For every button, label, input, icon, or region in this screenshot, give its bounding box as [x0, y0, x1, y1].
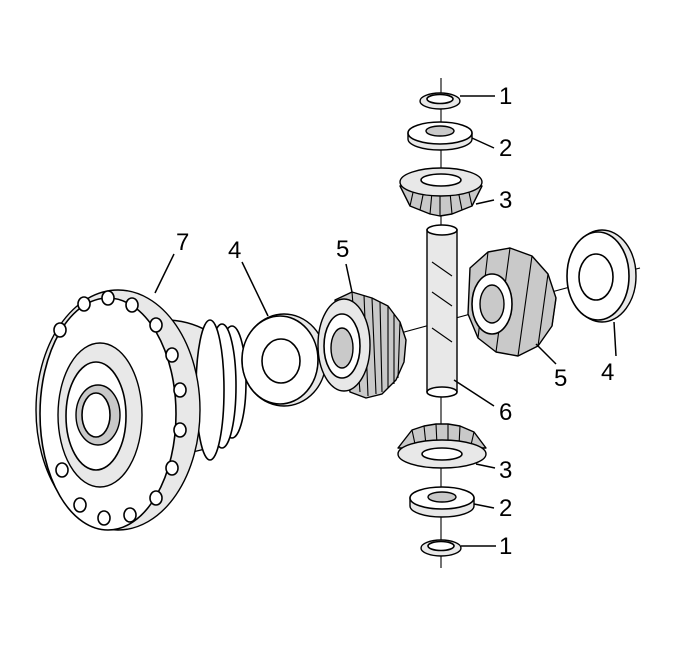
callout-5-right: 5 — [554, 365, 567, 392]
callout-4-left: 4 — [228, 237, 241, 264]
pinion-gear-top — [399, 167, 483, 217]
callout-2-bottom: 2 — [499, 495, 512, 522]
callout-2-top: 2 — [499, 135, 512, 162]
retaining-ring-bottom — [420, 539, 462, 557]
callout-3-bottom: 3 — [499, 457, 512, 484]
callout-labels: 1 2 3 7 4 5 5 4 6 3 2 1 — [176, 83, 614, 560]
retaining-ring-top — [419, 92, 461, 110]
callout-1-top: 1 — [499, 83, 512, 110]
side-gear-left — [317, 291, 407, 399]
side-gear-right — [467, 247, 557, 357]
thrust-washer-right — [566, 229, 637, 323]
callout-1-bottom: 1 — [499, 533, 512, 560]
leader-lines — [154, 95, 617, 547]
differential-case — [35, 289, 247, 531]
pinion-washer-top — [407, 121, 473, 151]
callout-7: 7 — [176, 229, 189, 256]
pinion-washer-bottom — [409, 486, 475, 518]
callout-5-left: 5 — [336, 236, 349, 263]
callout-3-top: 3 — [499, 187, 512, 214]
callout-4-right: 4 — [601, 359, 614, 386]
bolt-holes — [53, 290, 187, 526]
thrust-washer-left — [241, 313, 327, 407]
pinion-gear-bottom — [397, 423, 487, 469]
pinion-shaft — [426, 224, 458, 398]
callout-6: 6 — [499, 399, 512, 426]
